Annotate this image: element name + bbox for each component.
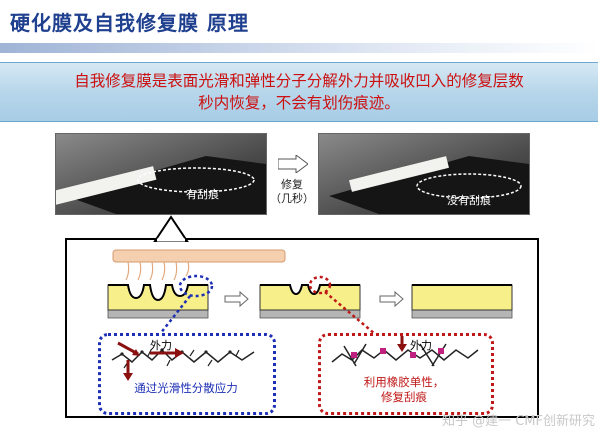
red-zoom-circle <box>308 275 332 295</box>
photo-before-drawing <box>56 156 266 214</box>
blue-zoom-circle <box>178 274 214 298</box>
film-surface <box>329 156 529 214</box>
rubber-elasticity-panel <box>318 333 494 415</box>
repair-label-line-1: 修复 <box>281 178 303 191</box>
banner-line-2: 秒内恢复，不会有划伤痕迹。 <box>198 94 400 112</box>
film-stage-recovering <box>259 275 361 319</box>
healed-area-ellipse <box>416 173 522 199</box>
scratch-tool <box>349 156 449 192</box>
right-molecule-network <box>331 343 479 367</box>
force-arrows-icon <box>117 341 184 381</box>
title-underline <box>0 43 600 53</box>
downward-force-arrow-icon <box>397 336 407 352</box>
repair-label: 修复 （几秒） <box>268 178 316 206</box>
external-force-label-right: 外力 <box>410 339 432 352</box>
film-stage-scratched <box>107 274 214 319</box>
external-force-label-left: 外力 <box>150 339 172 352</box>
no-scratch-label: 没有刮痕 <box>447 194 491 207</box>
banner-line-1: 自我修复膜是表面光滑和弹性分子分解外力并吸收凹入的修复层数 <box>74 72 524 90</box>
film-surface <box>66 156 266 214</box>
page-title: 硬化膜及自我修复膜 原理 <box>10 11 249 35</box>
photo-without-scratch: 没有刮痕 <box>318 133 530 215</box>
scratch-highlight-ellipse <box>137 167 255 193</box>
stress-dispersion-caption: 通过光滑性分散应力 <box>134 381 238 395</box>
rubber-caption-line-1: 利用橡胶单性， <box>363 375 445 389</box>
stage-arrow-2-icon <box>379 290 404 308</box>
scratch-tool <box>56 166 157 207</box>
repair-label-line-2: （几秒） <box>270 192 314 205</box>
stage-arrow-1-icon <box>224 290 249 308</box>
rubber-caption-line-2: 修复刮痕 <box>381 390 427 404</box>
rubber-elasticity-caption: 利用橡胶单性， 修复刮痕 <box>322 375 486 405</box>
photo-with-scratch: 有刮痕 <box>55 133 267 215</box>
repair-arrow-icon <box>278 155 308 173</box>
tool-tips <box>125 261 190 281</box>
scratch-tool-bar <box>112 249 286 263</box>
scratch-label: 有刮痕 <box>186 188 219 201</box>
red-connector <box>324 291 376 335</box>
description-banner: 自我修复膜是表面光滑和弹性分子分解外力并吸收凹入的修复层数 秒内恢复，不会有划伤… <box>0 62 598 122</box>
photo-after-drawing <box>329 156 529 214</box>
watermark: 知乎 @建一 CMF创新研究 <box>441 414 595 429</box>
blue-connector <box>159 295 191 335</box>
film-stage-recovered <box>411 284 513 319</box>
